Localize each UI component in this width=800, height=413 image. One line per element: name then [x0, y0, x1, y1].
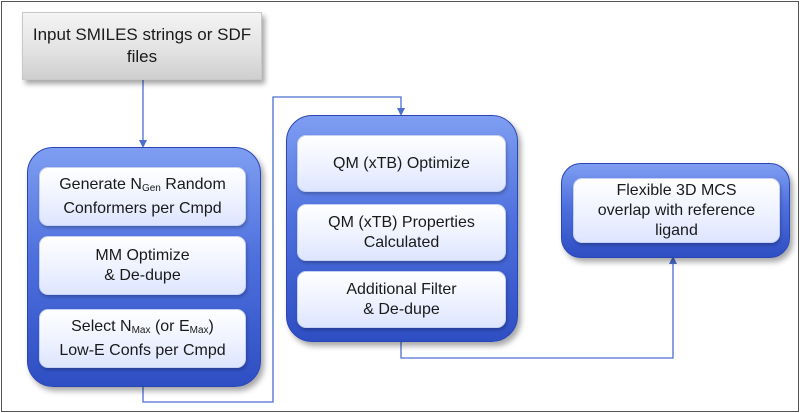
- mm-optimize-step: MM Optimize & De-dupe: [39, 236, 246, 295]
- generate-step-sub: Gen: [141, 182, 161, 194]
- qm-properties-line2: Calculated: [363, 233, 440, 251]
- select-step-text-b: (or E: [150, 317, 190, 335]
- select-step-sub-a: Max: [131, 324, 151, 336]
- qm-properties-step: QM (xTB) Properties Calculated: [297, 204, 506, 261]
- qm-optimize-step: QM (xTB) Optimize: [297, 135, 506, 192]
- connector-group1-to-group2: [142, 96, 405, 403]
- additional-filter-line2: & De-dupe: [363, 300, 440, 318]
- select-step-text-c: ): [208, 317, 214, 335]
- generate-step-text-a: Generate N: [59, 175, 142, 193]
- select-conformers-step: Select NMax (or EMax) Low-E Confs per Cm…: [39, 309, 246, 368]
- additional-filter-line1: Additional Filter: [346, 280, 457, 298]
- generate-step-line2: Conformers per Cmpd: [63, 199, 222, 217]
- input-label-line2: SDF files: [126, 25, 252, 66]
- select-step-line2: Low-E Confs per Cmpd: [59, 341, 226, 359]
- input-box: Input SMILES strings or SDF files: [22, 12, 262, 80]
- mm-optimize-line2: & De-dupe: [104, 266, 181, 284]
- mcs-overlap-line1: Flexible 3D MCS: [616, 181, 737, 199]
- generate-conformers-step: Generate NGen Random Conformers per Cmpd: [39, 167, 246, 226]
- qm-properties-line1: QM (xTB) Properties: [328, 213, 475, 231]
- mcs-overlap-line2: overlap with reference: [597, 201, 756, 219]
- qm-optimize-line1: QM (xTB) Optimize: [333, 154, 470, 172]
- additional-filter-step: Additional Filter & De-dupe: [297, 271, 506, 328]
- select-step-text-a: Select N: [71, 317, 132, 335]
- connector-group2-to-group3: [400, 256, 677, 359]
- mcs-overlap-step: Flexible 3D MCS overlap with reference l…: [573, 178, 780, 243]
- select-step-sub-b: Max: [189, 324, 209, 336]
- input-label-line1: Input SMILES strings or: [32, 25, 213, 44]
- generate-step-text-b: Random: [160, 175, 226, 193]
- mm-optimize-line1: MM Optimize: [95, 246, 190, 264]
- mcs-overlap-line3: ligand: [655, 221, 698, 239]
